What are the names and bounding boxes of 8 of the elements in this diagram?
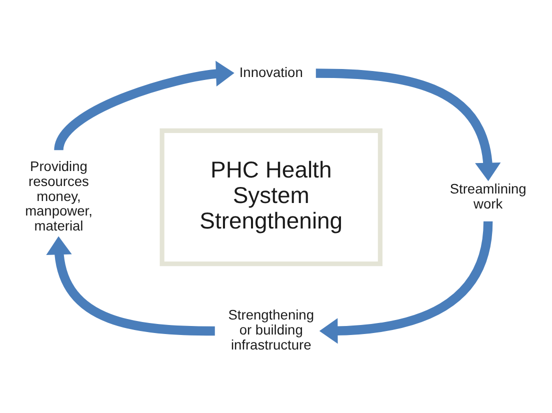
arrow — [46, 236, 215, 336]
node-text: Providing resources money, manpower, material — [25, 158, 92, 234]
arrow — [316, 68, 501, 181]
arrow — [319, 220, 493, 344]
node-box: PHC Health System Strengthening — [160, 128, 382, 266]
node-text: Streamlining work — [450, 180, 526, 211]
node-text: Strengthening or building infrastructure — [228, 307, 314, 352]
node-text: Innovation — [239, 64, 303, 80]
